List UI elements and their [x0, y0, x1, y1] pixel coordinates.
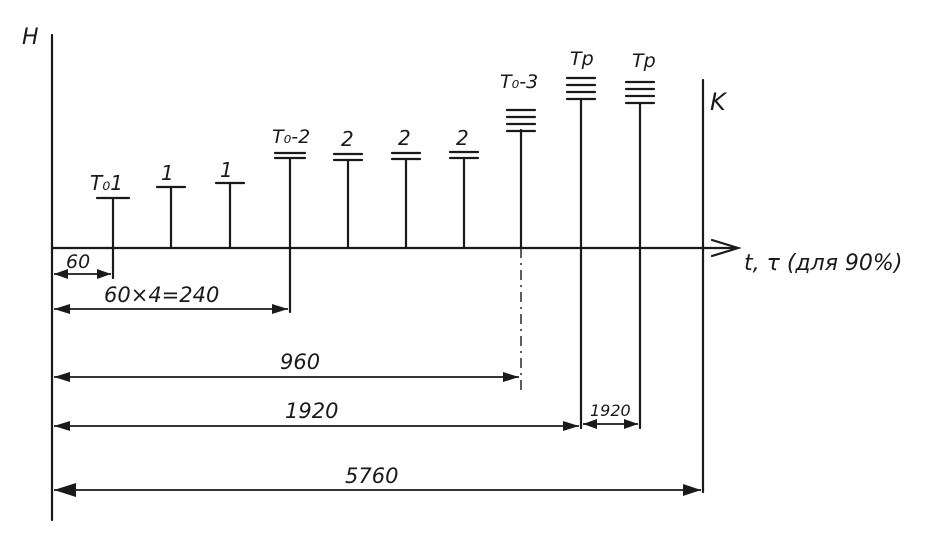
marker-label: T₀-3 [500, 71, 538, 93]
dimension-960: 960 [54, 350, 519, 382]
marker-label: 1 [220, 158, 233, 182]
dimension-240: 60×4=240 [54, 283, 288, 314]
marker-t02: T₀-2 [272, 126, 310, 250]
end-line-label: K [710, 88, 728, 116]
marker-2c: 2 [448, 126, 480, 250]
marker-tp-1: Tр [565, 48, 597, 250]
dimension-label: 60×4=240 [104, 283, 219, 307]
marker-label: 1 [161, 161, 174, 185]
marker-2b: 2 [390, 126, 422, 250]
marker-t03: T₀-3 [500, 71, 538, 250]
marker-label: T₀-2 [272, 126, 310, 148]
marker-1a: 1 [155, 161, 187, 250]
dimension-label: 5760 [345, 464, 398, 488]
dimension-1920: 1920 [54, 399, 579, 431]
marker-1b: 1 [214, 158, 246, 250]
dimension-label: 1920 [285, 399, 338, 423]
dimension-label: 60 [66, 251, 90, 273]
y-axis-label: H [22, 25, 39, 50]
marker-tp-2: Tр [624, 50, 656, 250]
marker-label: Tр [570, 48, 594, 70]
x-axis-label: t, τ (для 90%) [744, 251, 902, 276]
dimension-60: 60 [54, 251, 111, 279]
marker-label: 2 [341, 127, 354, 151]
marker-t01: T₀1 [90, 171, 131, 250]
marker-label: 2 [398, 126, 411, 150]
dimension-1920-short: 1920 [583, 401, 638, 429]
marker-2a: 2 [332, 127, 364, 250]
marker-label: Tр [632, 50, 656, 72]
marker-label: T₀1 [90, 171, 123, 195]
dimension-label: 1920 [590, 401, 631, 420]
horizontal-axis-arrow [710, 238, 742, 258]
dimension-5760: 5760 [54, 464, 701, 497]
marker-label: 2 [456, 126, 469, 150]
dimension-label: 960 [280, 350, 320, 374]
